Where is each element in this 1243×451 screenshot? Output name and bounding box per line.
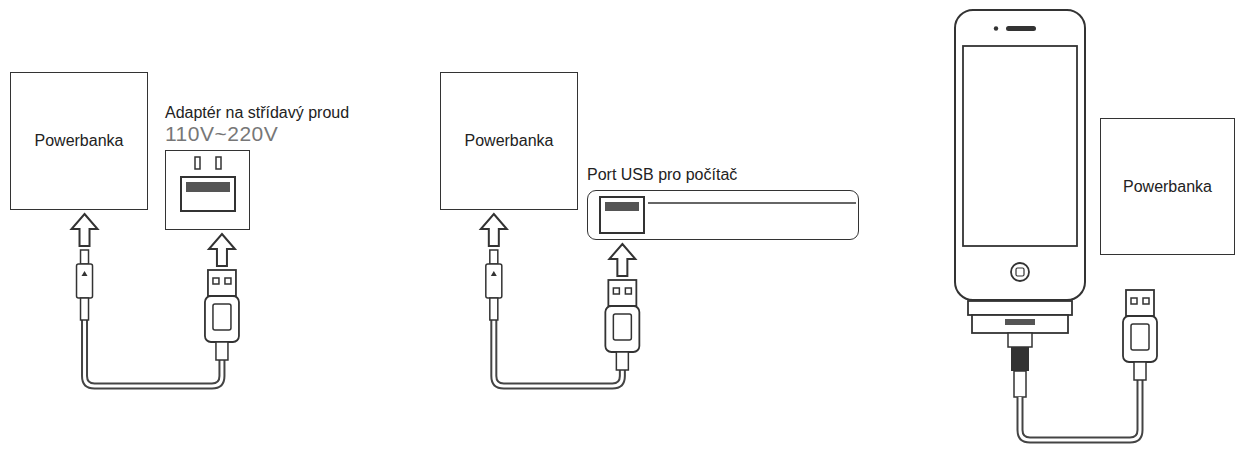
powerbank-box: Powerbanka <box>1100 118 1235 255</box>
phone-illustration <box>955 10 1085 300</box>
phone-cable <box>1020 290 1157 440</box>
box-label: Powerbanka <box>35 132 124 150</box>
port-body <box>587 190 859 240</box>
powerbank-box: Powerbanka <box>10 72 148 210</box>
adapter-body <box>165 150 250 230</box>
powerbank-box: Powerbanka <box>440 72 578 210</box>
dock-plug <box>968 301 1072 397</box>
box-label: Powerbanka <box>465 132 554 150</box>
ac-adapter: Adaptér na střídavý proud110V~220V <box>165 104 435 230</box>
box-label: Powerbanka <box>1123 178 1212 196</box>
usb-port-bar: Port USB pro počítač <box>587 166 859 240</box>
socket-drawing <box>588 191 858 239</box>
device-label: Adaptér na střídavý proud <box>165 104 435 122</box>
socket-drawing <box>166 151 249 229</box>
usb-cable <box>72 214 239 386</box>
voltage-label: 110V~220V <box>165 122 435 146</box>
device-label: Port USB pro počítač <box>587 166 859 184</box>
